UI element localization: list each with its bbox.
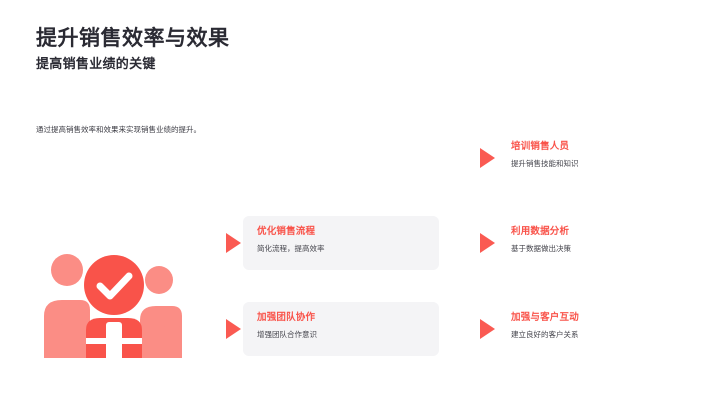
intro-paragraph: 通过提高销售效率和效果来实现销售业绩的提升。 (36, 125, 201, 134)
page-title: 提升销售效率与效果 (36, 27, 230, 50)
people-check-icon (36, 238, 196, 363)
list-item[interactable]: 加强团队协作 增强团队合作意识 (226, 302, 439, 356)
arrow-right-icon (480, 233, 495, 253)
arrow-right-icon (226, 233, 241, 253)
card-description: 提升销售技能和知识 (511, 159, 579, 169)
list-item[interactable]: 加强与客户互动 建立良好的客户关系 (480, 302, 693, 356)
arrow-right-icon (226, 319, 241, 339)
card-description: 简化流程，提高效率 (257, 244, 325, 254)
arrow-right-icon (480, 148, 495, 168)
card-title: 加强团队协作 (257, 312, 316, 323)
card-body: 加强团队协作 增强团队合作意识 (243, 302, 439, 339)
card-body: 利用数据分析 基于数据做出决策 (497, 216, 693, 253)
list-item[interactable]: 优化销售流程 简化流程，提高效率 (226, 216, 439, 270)
card-description: 增强团队合作意识 (257, 330, 317, 340)
title-block: 提升销售效率与效果 提高销售业绩的关键 (36, 26, 456, 73)
list-item[interactable]: 培训销售人员 提升销售技能和知识 (480, 131, 693, 185)
card-body: 加强与客户互动 建立良好的客户关系 (497, 302, 693, 339)
card-title: 培训销售人员 (511, 141, 570, 152)
page-subtitle: 提高销售业绩的关键 (36, 56, 156, 72)
card-body: 培训销售人员 提升销售技能和知识 (497, 131, 693, 168)
card-title: 加强与客户互动 (511, 312, 579, 323)
arrow-right-icon (480, 319, 495, 339)
card-body: 优化销售流程 简化流程，提高效率 (243, 216, 439, 253)
card-description: 基于数据做出决策 (511, 244, 571, 254)
card-title: 优化销售流程 (257, 226, 316, 237)
card-title: 利用数据分析 (511, 226, 570, 237)
card-description: 建立良好的客户关系 (511, 330, 579, 340)
list-item[interactable]: 利用数据分析 基于数据做出决策 (480, 216, 693, 270)
